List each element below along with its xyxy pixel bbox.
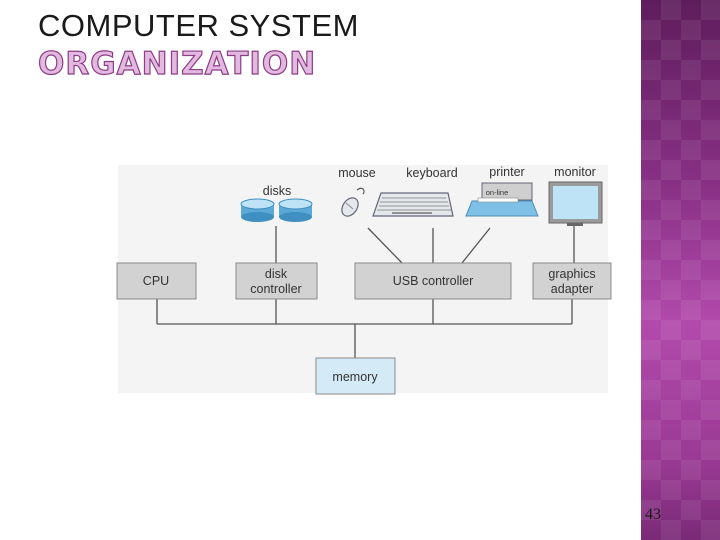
slide-title-line2: ORGANIZATION: [37, 45, 317, 82]
slide-title-line1: COMPUTER SYSTEM: [38, 8, 359, 43]
disk-controller-label-line1: disk: [265, 267, 288, 281]
monitor-label: monitor: [554, 165, 596, 179]
keyboard-icon: [372, 192, 454, 217]
keyboard-label: keyboard: [406, 166, 457, 180]
printer-icon: on-line: [465, 182, 539, 217]
memory-label: memory: [332, 370, 378, 384]
mouse-icon: [341, 187, 365, 217]
graphics-adapter-label-line1: graphics: [548, 267, 595, 281]
disk-controller-box: [235, 262, 318, 300]
printer-panel-label: on-line: [486, 188, 509, 197]
cpu-label: CPU: [143, 274, 169, 288]
graphics-adapter-label-line2: adapter: [551, 282, 593, 296]
disk-controller-label-line2: controller: [250, 282, 301, 296]
monitor-icon: [548, 181, 603, 226]
disk-drive-icon: [240, 198, 313, 222]
printer-label: printer: [489, 165, 524, 179]
graphics-adapter-box: [532, 262, 612, 300]
page-number: 43: [645, 506, 661, 523]
bus-lines: [156, 226, 575, 358]
mouse-label: mouse: [338, 166, 376, 180]
decorative-side-band: [641, 0, 720, 540]
memory-box: [315, 357, 396, 395]
cpu-box: [116, 262, 197, 300]
usb-controller-box: [354, 262, 512, 300]
usb-controller-label: USB controller: [393, 274, 474, 288]
disks-label: disks: [263, 184, 291, 198]
